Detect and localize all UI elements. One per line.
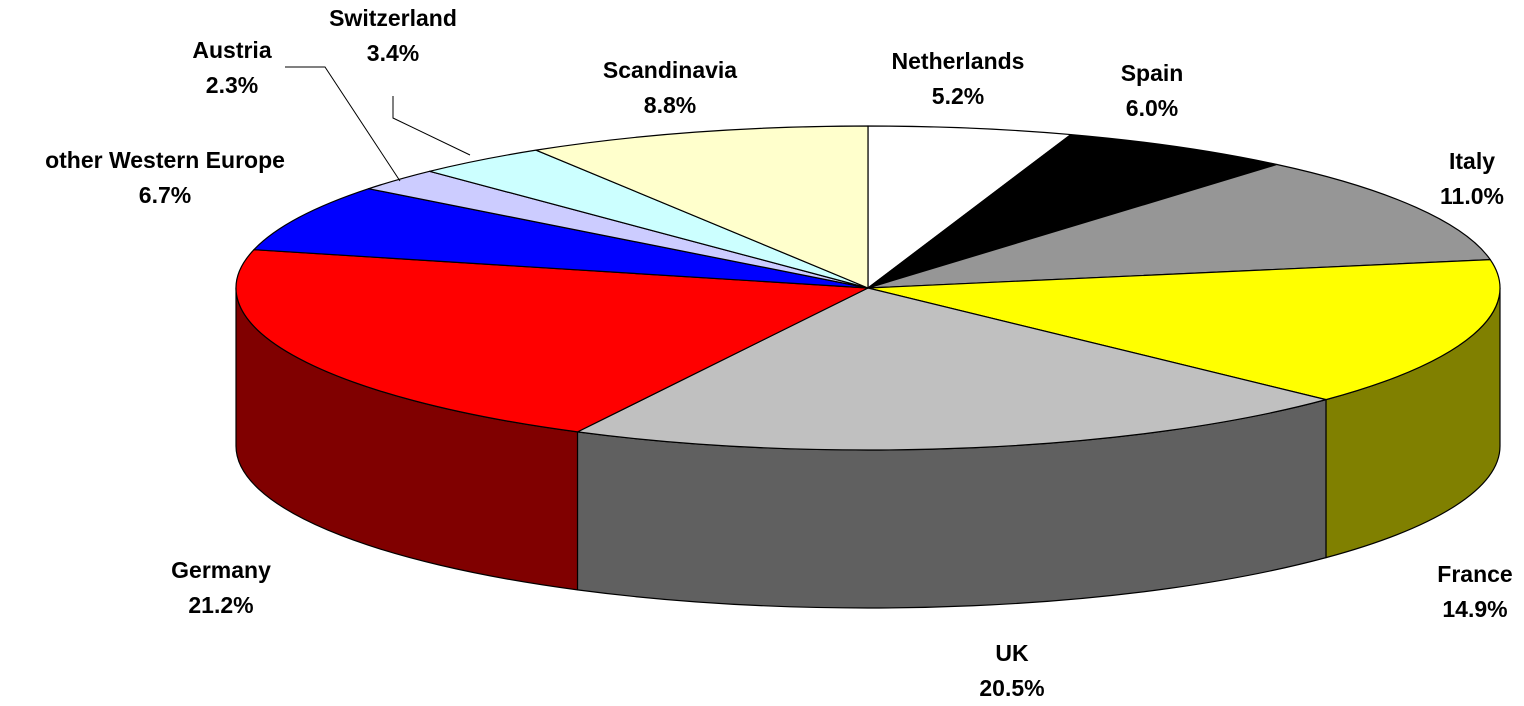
slice-label-value: 8.8%: [644, 92, 696, 118]
slice-label-name: Netherlands: [892, 48, 1025, 74]
leader-line-austria: [285, 66, 401, 182]
leader-line-switzerland: [392, 96, 471, 156]
pie-slice-netherlands[interactable]: [867, 125, 1072, 289]
pie-slices: [235, 125, 1501, 451]
pie-slice-france[interactable]: [867, 259, 1501, 401]
slice-label-france: France 14.9%: [1437, 561, 1512, 622]
slice-label-name: Scandinavia: [603, 57, 737, 83]
leader-lines: [285, 66, 471, 182]
slice-labels: Netherlands 5.2% Spain 6.0% Italy 11.0% France…: [45, 5, 1513, 701]
slice-label-value: 5.2%: [932, 83, 984, 109]
pie-slice-uk[interactable]: [576, 287, 1327, 451]
slice-label-spain: Spain 6.0%: [1121, 60, 1184, 121]
slice-label-value: 14.9%: [1442, 596, 1507, 622]
slice-label-value: 3.4%: [367, 40, 419, 66]
slice-label-value: 6.0%: [1126, 95, 1178, 121]
slice-label-name: France: [1437, 561, 1512, 587]
slice-label-uk: UK 20.5%: [979, 640, 1044, 701]
slice-label-name: Germany: [171, 557, 271, 583]
slice-label-value: 2.3%: [206, 72, 258, 98]
slice-label-switzerland: Switzerland 3.4%: [329, 5, 457, 66]
slice-label-value: 6.7%: [139, 182, 191, 208]
pie-slice-scandinavia[interactable]: [535, 125, 869, 289]
slice-label-name: Austria: [192, 37, 271, 63]
slice-label-value: 21.2%: [188, 592, 253, 618]
slice-label-name: Italy: [1449, 148, 1495, 174]
slice-label-scandinavia: Scandinavia 8.8%: [603, 57, 737, 118]
slice-label-name: UK: [995, 640, 1029, 666]
slice-label-germany: Germany 21.2%: [171, 557, 271, 618]
slice-label-other-western-europe: other Western Europe 6.7%: [45, 147, 285, 208]
slice-label-italy: Italy 11.0%: [1440, 148, 1504, 209]
slice-label-name: Switzerland: [329, 5, 457, 31]
slice-label-name: Spain: [1121, 60, 1184, 86]
slice-label-value: 20.5%: [979, 675, 1044, 701]
slice-label-austria: Austria 2.3%: [192, 37, 271, 98]
slice-label-value: 11.0%: [1440, 183, 1504, 209]
pie-slice-other-western-europe[interactable]: [253, 188, 869, 289]
slice-label-netherlands: Netherlands 5.2%: [892, 48, 1025, 109]
pie-slice-spain[interactable]: [867, 133, 1278, 289]
pie-slice-germany[interactable]: [235, 249, 869, 433]
pie-sides: [235, 287, 1501, 609]
pie-slice-italy[interactable]: [867, 163, 1491, 289]
slice-label-name: other Western Europe: [45, 147, 285, 173]
